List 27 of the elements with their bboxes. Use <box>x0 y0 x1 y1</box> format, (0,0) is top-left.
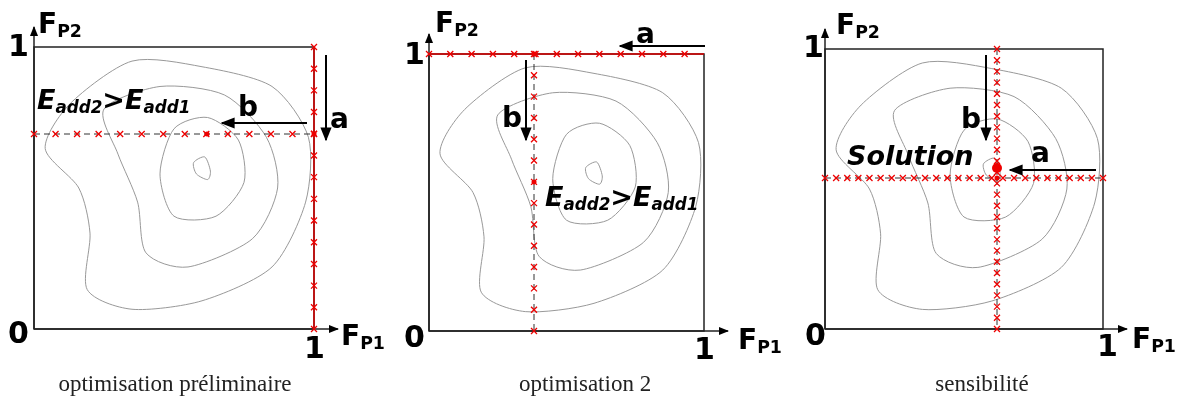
panel-caption: optimisation préliminaire <box>58 372 292 395</box>
panel-caption: sensibilité <box>935 372 1029 395</box>
direction-label: b <box>961 105 982 133</box>
tick-label: 1 <box>304 333 325 363</box>
tick-label: 1 <box>8 31 29 61</box>
tick-label: 1 <box>803 32 824 62</box>
tick-label: 0 <box>8 318 29 348</box>
direction-label: a <box>636 20 655 48</box>
panel-caption: optimisation 2 <box>518 372 652 395</box>
axis-label: F$_{P2}$ <box>836 11 880 42</box>
direction-label: b <box>238 93 259 121</box>
axis-label: F$_{P2}$ <box>435 9 479 40</box>
axis-label: F$_{P1}$ <box>1132 325 1176 356</box>
solution-label: Solution <box>847 142 974 169</box>
axis-label: F$_{P2}$ <box>38 10 82 41</box>
tick-label: 1 <box>694 334 715 364</box>
direction-label: b <box>502 104 523 132</box>
tick-label: 0 <box>404 322 425 352</box>
tick-label: 1 <box>1097 331 1118 361</box>
direction-label: a <box>330 105 349 133</box>
axis-label: F$_{P1}$ <box>341 322 385 353</box>
energy-condition: E$_{add2}$>E$_{add1}$ <box>545 183 699 213</box>
axis-label: F$_{P1}$ <box>738 326 782 357</box>
energy-condition: E$_{add2}$>E$_{add1}$ <box>37 86 191 116</box>
tick-label: 0 <box>805 320 826 350</box>
tick-label: 1 <box>404 39 425 69</box>
direction-label: a <box>1031 139 1050 167</box>
